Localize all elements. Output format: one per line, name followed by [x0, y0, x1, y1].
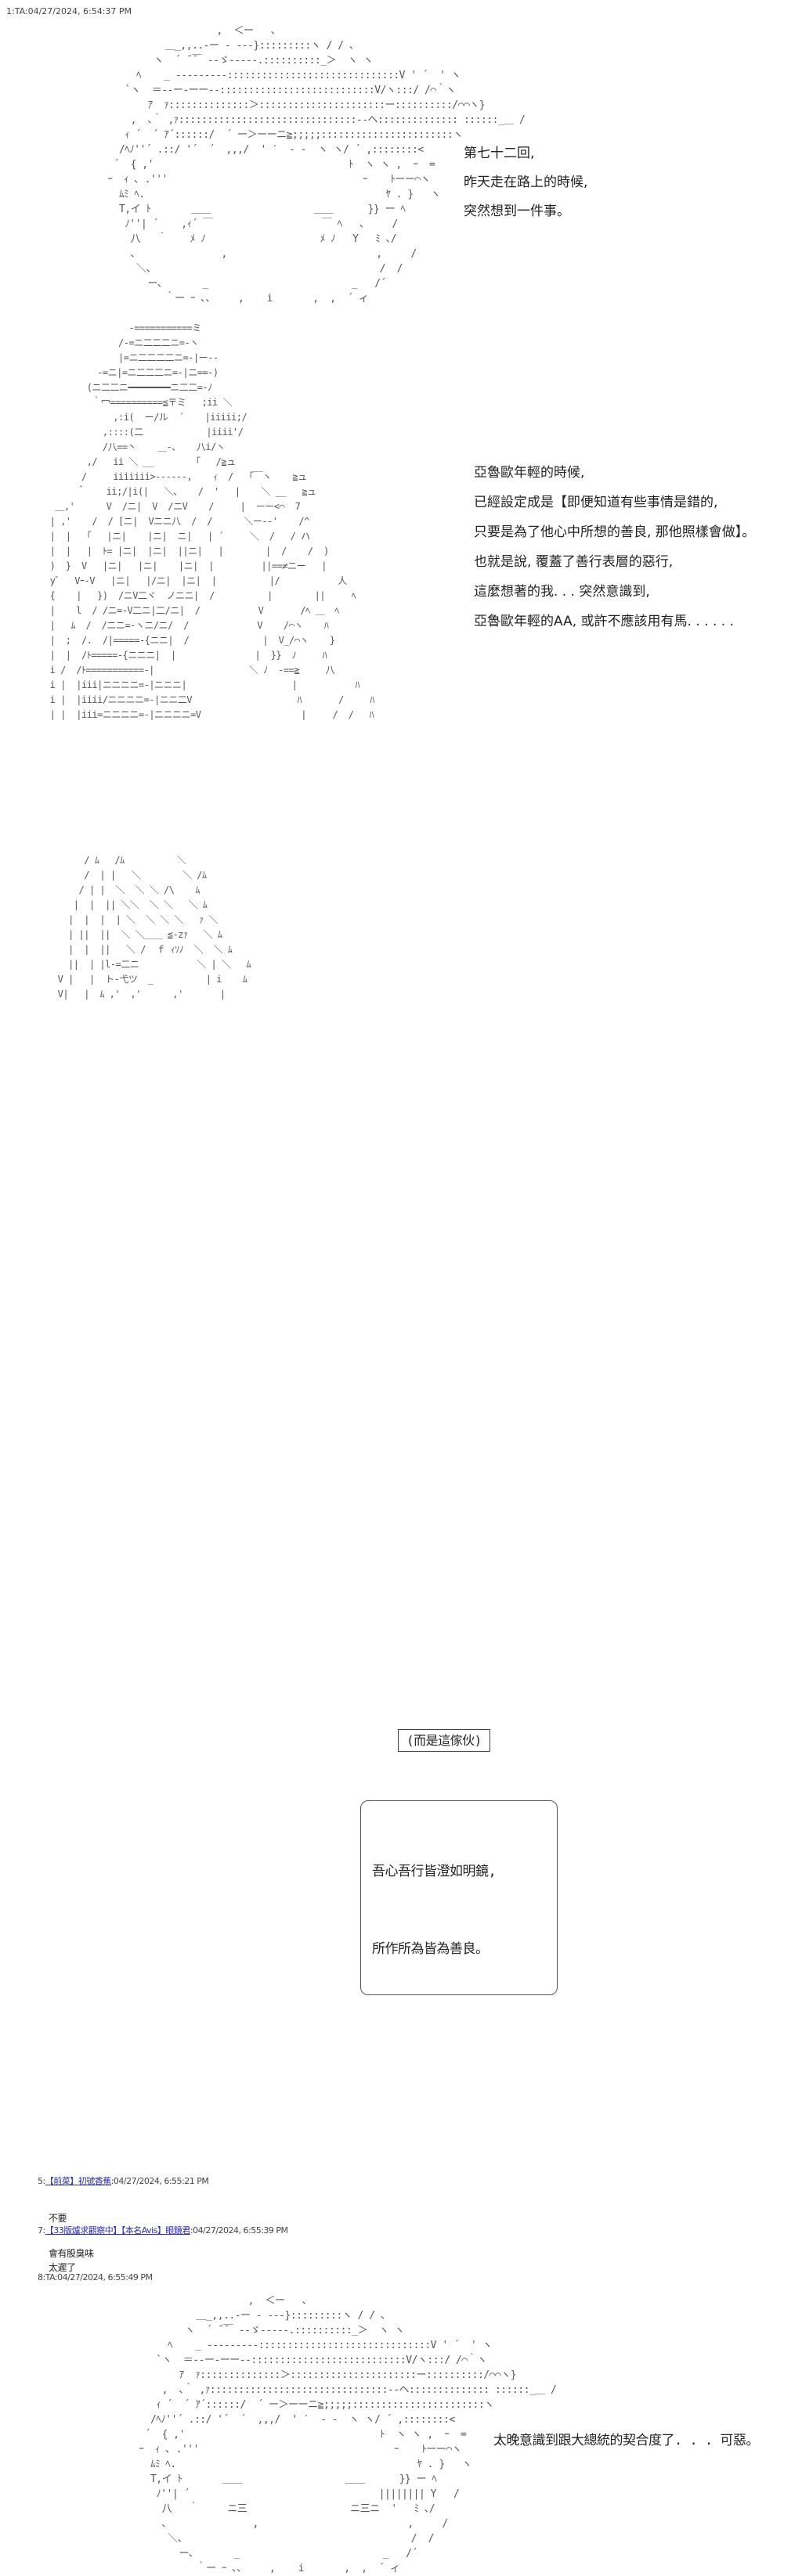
narration-panel-1: 第七十二回, 昨天走在路上的時候, 突然想到一件事。	[464, 139, 587, 226]
poster-name-link[interactable]: 眼鏡君	[165, 2225, 190, 2236]
ascii-art-hooded-character: / ﾑ /ﾑ ＼ / | | ＼ ＼ /ﾑ / | | ＼ ＼ ＼ /\ ﾑ |…	[38, 855, 759, 2574]
narration-line: 已經設定成是【即便知道有些事情是錯的,	[474, 495, 718, 510]
post-time: :04/27/2024, 6:55:39 PM	[190, 2225, 288, 2236]
narration-line: 亞魯歐年輕的AA, 或許不應該用有馬. . . . . .	[474, 614, 734, 629]
post-header: 1:TA:04/27/2024, 6:54:37 PM	[6, 6, 132, 16]
poster-name-link[interactable]: 初號香蕉	[78, 2176, 112, 2186]
post-header: 5:【前菜】初號香蕉:04/27/2024, 6:55:21 PM	[38, 2174, 209, 2189]
bubble-line: 吾心吾行皆澄如明鏡,	[372, 1864, 497, 1879]
poster-tag-link[interactable]: 【前菜】	[45, 2176, 79, 2186]
poster-tag-link[interactable]: 【本名Avis】	[121, 2225, 166, 2236]
post-time: :04/27/2024, 6:55:21 PM	[110, 2176, 209, 2186]
post-header: 8:TA:04/27/2024, 6:55:49 PM	[38, 2272, 153, 2282]
caption-box: (而是這傢伙)	[398, 1729, 490, 1752]
narration-panel-4: 太晚意識到跟大總統的契合度了. . . 可惡。	[493, 2426, 759, 2455]
narration-line: 這麼想著的我. . . 突然意識到,	[474, 584, 650, 600]
narration-line: 第七十二回,	[464, 146, 535, 161]
narration-line: 突然想到一件事。	[464, 204, 570, 219]
post-header: 7:【33版爐求觀察中】【本名Avis】眼鏡君:04/27/2024, 6:55…	[38, 2223, 288, 2238]
bubble-line: 所作所為皆為善良。	[372, 1941, 489, 1957]
narration-line: 只要是為了他心中所想的善良, 那他照樣會做】。	[474, 524, 756, 540]
narration-panel-2: 亞魯歐年輕的時候, 已經設定成是【即便知道有些事情是錯的, 只要是為了他心中所想…	[474, 458, 755, 636]
speech-bubble: 吾心吾行皆澄如明鏡, 所作所為皆為善良。	[360, 1800, 558, 1995]
narration-line: 太晚意識到跟大總統的契合度了. . . 可惡。	[493, 2433, 759, 2448]
narration-line: 也就是說, 覆蓋了善行表層的惡行,	[474, 554, 674, 570]
ascii-art-hat-character: -===========ミ /-=ニ二二二ニ=-ヽ |=ニ二二二二ニ=-|ー--…	[49, 322, 375, 720]
ascii-art-character-face: , ＜ー 、 ＿_,,..-ー ‐ --‐}:::::::::ヽ / / 、 ヽ…	[107, 25, 526, 304]
post-number: 5:	[38, 2176, 45, 2186]
narration-line: 昨天走在路上的時候,	[464, 175, 588, 190]
narration-line: 亞魯歐年輕的時候,	[474, 465, 585, 481]
post-number: 7:	[38, 2225, 45, 2236]
poster-tag-link[interactable]: 【33版爐求觀察中】	[45, 2225, 122, 2236]
